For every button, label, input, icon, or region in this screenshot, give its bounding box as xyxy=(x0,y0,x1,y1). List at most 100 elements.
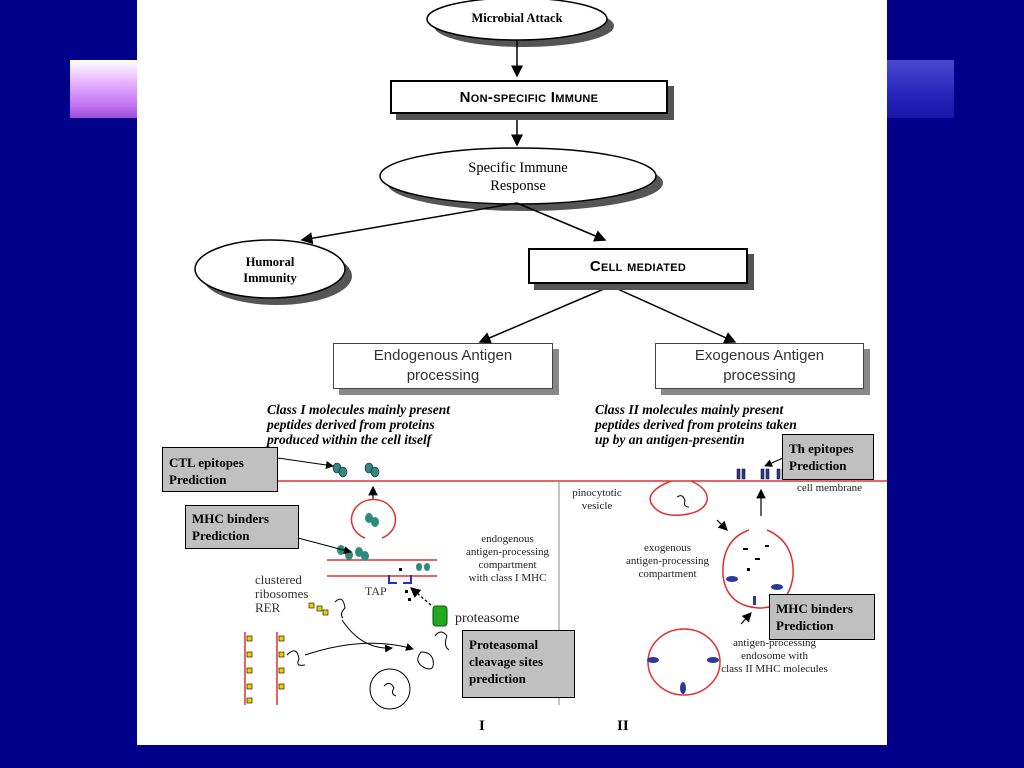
roman-numeral-one: I xyxy=(479,718,485,734)
endosome-line3: class II MHC molecules xyxy=(721,663,828,675)
ribosomes-line1: clustered xyxy=(255,572,302,587)
nucleus-circle xyxy=(369,668,411,710)
proteasome-label: proteasome xyxy=(455,611,520,626)
class2-description-line1: Class II molecules mainly present xyxy=(595,402,784,417)
diagram-slide: Microbial Attack Non-specific Immune Spe… xyxy=(137,0,887,745)
endo-comp-line2: antigen-processing xyxy=(465,546,550,558)
non-specific-immune-box: Non-specific Immune xyxy=(390,80,668,114)
proteasomal-cleavage-callout: Proteasomal cleavage sites prediction xyxy=(462,630,575,698)
mhc1-in-er xyxy=(337,545,430,571)
endogenous-compartment-label: endogenous antigen-processing compartmen… xyxy=(455,533,560,585)
cell-mediated-box: Cell mediated xyxy=(528,248,748,284)
arrow-vesicle-to-compartment xyxy=(716,519,728,531)
pinocytotic-line2: vesicle xyxy=(581,500,613,512)
class1-description: Class I molecules mainly present peptide… xyxy=(267,402,527,447)
specific-immune-label: Specific Immune Response xyxy=(417,159,619,195)
ribosome-chain xyxy=(334,598,346,619)
proteasome-shape xyxy=(432,605,448,627)
humoral-immunity-label-line1: Humoral xyxy=(245,255,295,269)
proteasomal-line3: prediction xyxy=(469,671,526,686)
mhc2-in-endosome xyxy=(647,657,719,694)
th-epitopes-callout: Th epitopes Prediction xyxy=(782,434,874,480)
exogenous-compartment-shape xyxy=(722,529,794,609)
class2-description-line2: peptides derived from proteins taken xyxy=(595,417,797,432)
nucleus-content xyxy=(383,682,397,697)
proteasomal-line1: Proteasomal xyxy=(469,637,539,652)
pinocytotic-vesicle-shape xyxy=(649,480,708,516)
ctl-epitopes-line1: CTL epitopes xyxy=(169,455,244,470)
tap-label: TAP xyxy=(365,584,387,598)
mhc1-molecules-membrane xyxy=(332,462,380,478)
endosome-label: antigen-processing endosome with class I… xyxy=(707,637,842,676)
proteasomal-line2: cleavage sites xyxy=(469,654,544,669)
mhc-binders-class2-callout: MHC binders Prediction xyxy=(769,594,875,640)
arrow-to-cell-mediated xyxy=(516,202,607,242)
humoral-immunity-label: Humoral Immunity xyxy=(210,254,330,286)
ctl-epitopes-callout: CTL epitopes Prediction xyxy=(162,447,278,492)
arrow-endosome-to-compartment xyxy=(740,612,752,625)
pinocytosed-antigen xyxy=(676,495,690,508)
exo-comp-line3: compartment xyxy=(638,568,697,580)
endosome-line2: endosome with xyxy=(741,650,808,662)
mhc-binders-class1-line1: MHC binders xyxy=(192,511,269,526)
non-specific-immune-label: Non-specific Immune xyxy=(459,88,599,106)
class1-description-line1: Class I molecules mainly present xyxy=(267,402,451,417)
mhc1-in-vesicle xyxy=(365,513,379,527)
ribosomes-line3: RER xyxy=(255,600,281,615)
mhc-binders-class1-line2: Prediction xyxy=(192,528,250,543)
endogenous-antigen-line2: processing xyxy=(406,367,480,384)
exogenous-antigen-box: Exogenous Antigen processing xyxy=(655,343,864,389)
exo-comp-line2: antigen-processing xyxy=(625,555,710,567)
endo-comp-line1: endogenous xyxy=(481,533,534,545)
cell-mediated-label: Cell mediated xyxy=(589,257,687,275)
arrow-to-humoral xyxy=(300,202,518,245)
ribosomes-label: clustered ribosomes RER xyxy=(255,573,325,615)
endo-comp-line4: with class I MHC xyxy=(468,572,547,584)
exo-comp-line1: exogenous xyxy=(643,542,692,554)
th-epitopes-line2: Prediction xyxy=(789,458,847,473)
endogenous-vesicle xyxy=(350,498,397,539)
mhc2-in-compartment xyxy=(726,576,783,605)
protein-fragment xyxy=(434,631,450,651)
rer-membrane xyxy=(244,632,278,705)
class1-description-line3: produced within the cell itself xyxy=(267,432,432,447)
exogenous-compartment-label: exogenous antigen-processing compartment xyxy=(615,542,720,581)
diagram-graphics xyxy=(194,0,887,710)
mhc-binders-class2-line1: MHC binders xyxy=(776,601,853,616)
endogenous-antigen-line1: Endogenous Antigen xyxy=(373,347,513,364)
arrow-to-exogenous xyxy=(610,285,737,344)
cell-membrane-label: cell membrane xyxy=(796,482,863,494)
title-band-right xyxy=(884,60,954,118)
arrow-rer-to-proteasome xyxy=(304,642,414,656)
class1-description-line2: peptides derived from proteins xyxy=(267,417,435,432)
specific-immune-label-line1: Specific Immune xyxy=(468,160,568,176)
arrow-ribosome-to-proteasome xyxy=(341,619,393,653)
rer-ribosomes xyxy=(246,635,285,704)
endo-comp-line3: compartment xyxy=(478,559,537,571)
class2-description-line3: up by an antigen-presentin xyxy=(595,432,745,447)
unfolded-protein xyxy=(417,651,434,670)
ribosomes-line2: ribosomes xyxy=(255,586,309,601)
exogenous-antigen-line2: processing xyxy=(723,367,796,384)
specific-immune-label-line2: Response xyxy=(490,178,546,194)
antigen-fragments xyxy=(743,545,769,571)
exogenous-antigen-line1: Exogenous Antigen xyxy=(694,347,825,364)
tap-transporter xyxy=(388,575,412,584)
mhc-binders-class1-callout: MHC binders Prediction xyxy=(185,505,299,549)
ctl-epitopes-line2: Prediction xyxy=(169,472,227,487)
mhc-binders-class2-line2: Prediction xyxy=(776,618,834,633)
peptide-dots xyxy=(399,568,411,601)
humoral-ellipse xyxy=(194,239,346,299)
rer-nascent-protein xyxy=(286,650,306,666)
clustered-ribosomes xyxy=(308,602,329,616)
endogenous-antigen-box: Endogenous Antigen processing xyxy=(333,343,553,389)
microbial-attack-ellipse xyxy=(426,0,608,41)
mhc2-molecules-membrane xyxy=(736,468,786,480)
title-band-left xyxy=(70,60,140,118)
arrow-to-endogenous xyxy=(478,285,612,344)
class2-description: Class II molecules mainly present peptid… xyxy=(595,402,875,447)
humoral-immunity-label-line2: Immunity xyxy=(243,271,297,285)
roman-numeral-two: II xyxy=(617,718,629,734)
arrow-peptides-to-tap xyxy=(410,587,432,606)
endosome-line1: antigen-processing xyxy=(732,637,817,649)
